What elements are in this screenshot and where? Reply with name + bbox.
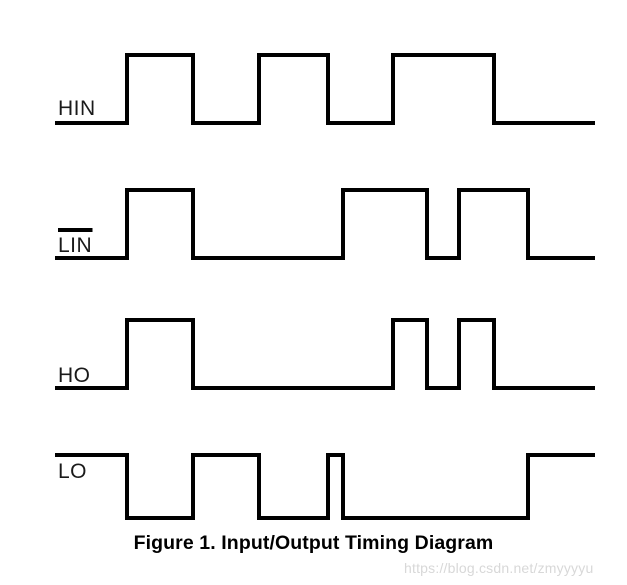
signal-row-lin: LIN <box>55 188 595 260</box>
waveform-lo <box>55 453 595 520</box>
signal-row-lo: LO <box>55 453 595 520</box>
signal-label-lo: LO <box>58 460 87 483</box>
waveform-lin <box>55 188 595 260</box>
signal-label-lin: LIN <box>58 234 92 257</box>
signal-row-hin: HIN <box>55 53 595 125</box>
signal-label-hin: HIN <box>58 97 96 120</box>
waveform-ho <box>55 318 595 390</box>
waveform-hin <box>55 53 595 125</box>
figure-caption: Figure 1. Input/Output Timing Diagram <box>133 532 494 554</box>
watermark-text: https://blog.csdn.net/zmyyyyu <box>404 560 594 576</box>
signal-row-ho: HO <box>55 318 595 390</box>
signal-label-ho: HO <box>58 364 91 387</box>
